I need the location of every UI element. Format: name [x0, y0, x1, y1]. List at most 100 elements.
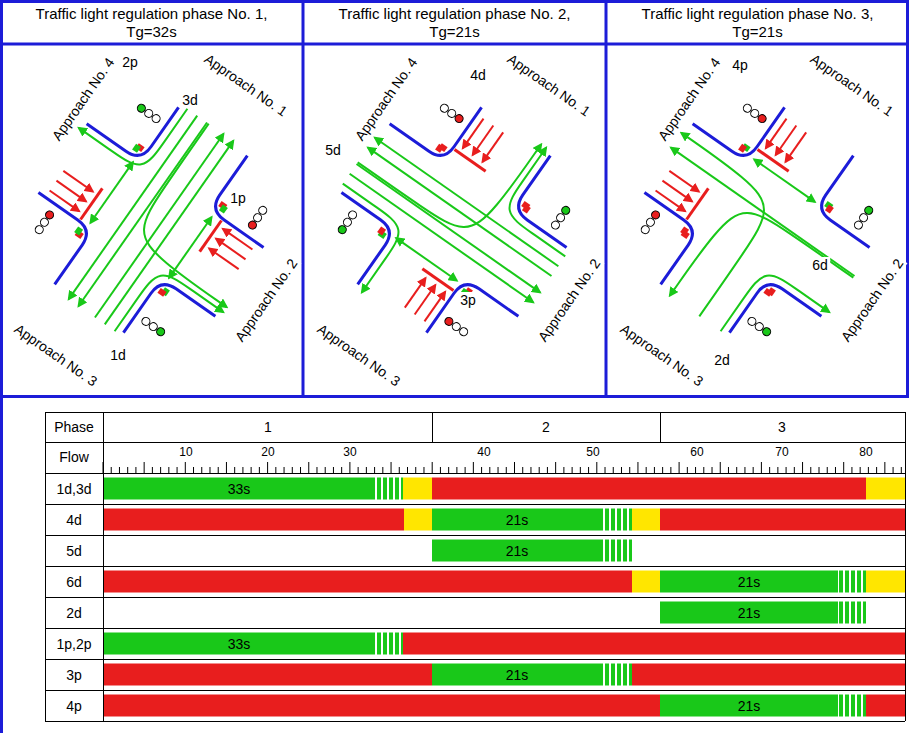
signal-bar	[866, 695, 905, 717]
intersection-drawing	[3, 64, 301, 376]
ruler-tick	[193, 467, 194, 473]
signal-bar	[404, 509, 432, 531]
table-header: Flow	[57, 449, 91, 465]
approach-label: Approach No. 1	[806, 49, 898, 120]
ruler-tick	[111, 467, 112, 473]
signal-bar	[866, 571, 905, 593]
grid-line	[45, 412, 46, 721]
stopped-flow-arrow	[766, 119, 787, 148]
ruler-tick	[308, 462, 309, 473]
ruler-tick	[646, 467, 647, 473]
ruler-tick	[251, 467, 252, 473]
ruler-tick	[177, 467, 178, 473]
pedestrian-signal	[763, 288, 772, 297]
ruler-tick	[572, 467, 573, 473]
ruler-tick	[341, 467, 342, 473]
green-flow-arrow	[721, 267, 830, 376]
time-scale-number: 70	[773, 445, 790, 459]
ruler-tick	[555, 462, 556, 473]
ruler-tick	[275, 467, 276, 473]
pedestrian-flow-arrow	[754, 159, 815, 201]
traffic-light	[136, 103, 147, 114]
ruler-tick	[473, 462, 474, 473]
ruler-tick	[769, 467, 770, 473]
grid-line	[45, 412, 905, 413]
curb-line	[3, 192, 93, 284]
green-flow-arrow	[305, 184, 407, 293]
ruler-tick	[448, 467, 449, 473]
ruler-tick	[744, 467, 745, 473]
ruler-tick	[259, 467, 260, 473]
approach-label: Approach No. 1	[200, 49, 292, 120]
traffic-light	[337, 224, 348, 235]
ruler-tick	[284, 467, 285, 473]
pedestrian-signal	[377, 226, 386, 235]
pedestrian-flow-arrow	[90, 162, 132, 223]
signal-bar	[103, 695, 660, 717]
green-flow-arrow	[368, 148, 551, 276]
ruler-tick	[637, 462, 638, 473]
signal-bar	[838, 571, 866, 593]
ruler-tick	[580, 467, 581, 473]
ruler-tick	[407, 467, 408, 473]
ruler-tick	[316, 467, 317, 473]
grid-line	[45, 504, 905, 505]
traffic-light	[863, 205, 874, 216]
flow-row-label: 6d	[64, 574, 84, 590]
flow-row-label: 2d	[64, 605, 84, 621]
ruler-tick	[506, 467, 507, 473]
grid-line	[45, 566, 905, 567]
approach-label: Approach No. 1	[503, 49, 595, 120]
ruler-tick	[119, 467, 120, 473]
approach-label: Approach No. 2	[230, 254, 301, 346]
grid-line	[45, 659, 905, 660]
stopped-flow-arrow	[656, 190, 685, 211]
ruler-tick	[884, 462, 885, 473]
signal-bar	[660, 571, 838, 593]
phase-title: Traffic light regulation phase No. 3, Tg…	[618, 5, 898, 41]
phase-title-cell: Traffic light regulation phase No. 1, Tg…	[3, 3, 300, 43]
curb-line	[729, 278, 821, 370]
ruler-tick	[103, 462, 104, 473]
green-flow-arrow	[670, 197, 854, 376]
green-duration: 21s	[736, 574, 763, 590]
ruler-tick	[662, 467, 663, 473]
ruler-tick	[423, 467, 424, 473]
stop-line	[81, 188, 103, 219]
time-scale-number: 50	[584, 445, 601, 459]
green-duration: 21s	[504, 667, 531, 683]
signal-bar	[403, 478, 432, 500]
time-scale-number: 30	[341, 445, 358, 459]
ruler-tick	[300, 467, 301, 473]
panel-divider	[302, 0, 305, 397]
signal-bar	[602, 664, 632, 686]
flow-label: 2d	[712, 352, 732, 368]
green-duration: 21s	[504, 512, 531, 528]
flow-label: 3d	[180, 92, 200, 108]
pedestrian-signal	[680, 226, 689, 235]
grid-line	[45, 628, 905, 629]
stopped-flow-arrow	[223, 229, 252, 250]
ruler-tick	[868, 467, 869, 473]
ruler-tick	[234, 467, 235, 473]
panel-divider	[0, 43, 909, 46]
stopped-flow-arrow	[424, 292, 445, 321]
time-scale-number: 10	[177, 445, 194, 459]
ruler-tick	[522, 467, 523, 473]
ruler-tick	[679, 462, 680, 473]
ruler-tick	[720, 462, 721, 473]
ruler-tick	[267, 462, 268, 473]
flow-row-label: 1p,2p	[54, 636, 93, 652]
signal-bar	[103, 509, 404, 531]
ruler-tick	[695, 467, 696, 473]
approach-label: Approach No. 3	[313, 319, 405, 390]
stop-line	[200, 221, 222, 252]
green-flow-arrow	[608, 133, 780, 317]
pedestrian-flow-arrow	[396, 238, 457, 280]
ruler-tick	[415, 467, 416, 473]
ruler-tick	[786, 467, 787, 473]
stop-line	[687, 188, 709, 219]
ruler-tick	[185, 462, 186, 473]
pedestrian-signal	[219, 204, 228, 213]
approach-label: Approach No. 4	[350, 53, 421, 145]
